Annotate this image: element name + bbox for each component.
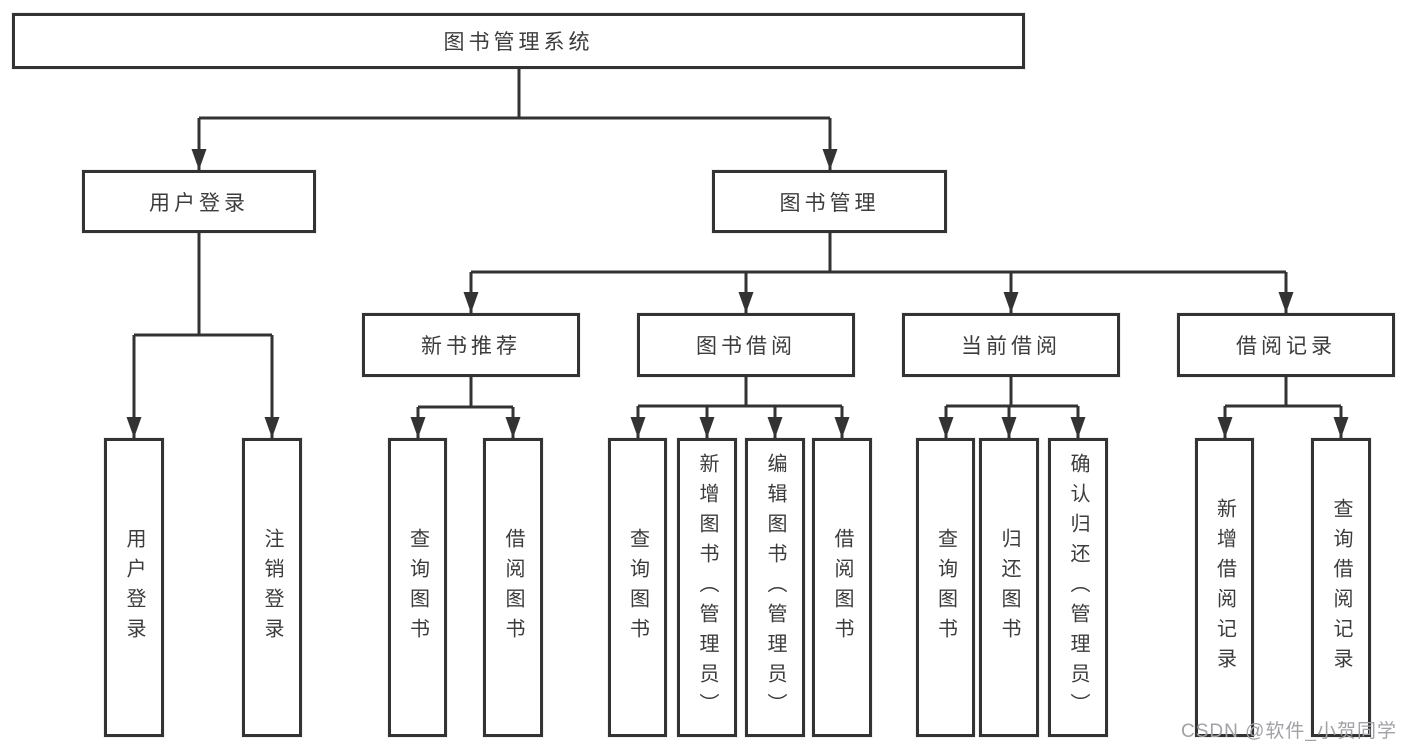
node-book-management: 图书管理: [712, 170, 947, 233]
leaf-borrow-books-recommend: 借阅图书: [483, 438, 543, 737]
node-current-borrow: 当前借阅: [902, 313, 1120, 377]
node-new-book-recommend: 新书推荐: [362, 313, 580, 377]
csdn-watermark: CSDN @软件_小贺同学: [1181, 721, 1397, 742]
node-root: 图书管理系统: [12, 13, 1025, 69]
leaf-query-books-recommend: 查询图书: [388, 438, 447, 737]
node-user-login: 用户登录: [82, 170, 316, 233]
leaf-confirm-return-admin: 确认归还（管理员）: [1048, 438, 1108, 737]
node-borrow-records: 借阅记录: [1177, 313, 1395, 377]
leaf-add-borrow-record: 新增借阅记录: [1195, 438, 1254, 737]
leaf-return-books: 归还图书: [979, 438, 1039, 737]
leaf-query-books-current: 查询图书: [916, 438, 975, 737]
leaf-logout: 注销登录: [242, 438, 302, 737]
leaf-borrow-books: 借阅图书: [812, 438, 872, 737]
leaf-add-book-admin: 新增图书（管理员）: [677, 438, 737, 737]
arrow-stems: [126, 118, 1349, 438]
leaf-query-borrow-record: 查询借阅记录: [1311, 438, 1371, 737]
leaf-user-login: 用户登录: [104, 438, 164, 737]
tree-backbone: [134, 69, 1341, 409]
node-book-borrow: 图书借阅: [637, 313, 855, 377]
leaf-query-books-borrow: 查询图书: [608, 438, 667, 737]
leaf-edit-book-admin: 编辑图书（管理员）: [745, 438, 805, 737]
